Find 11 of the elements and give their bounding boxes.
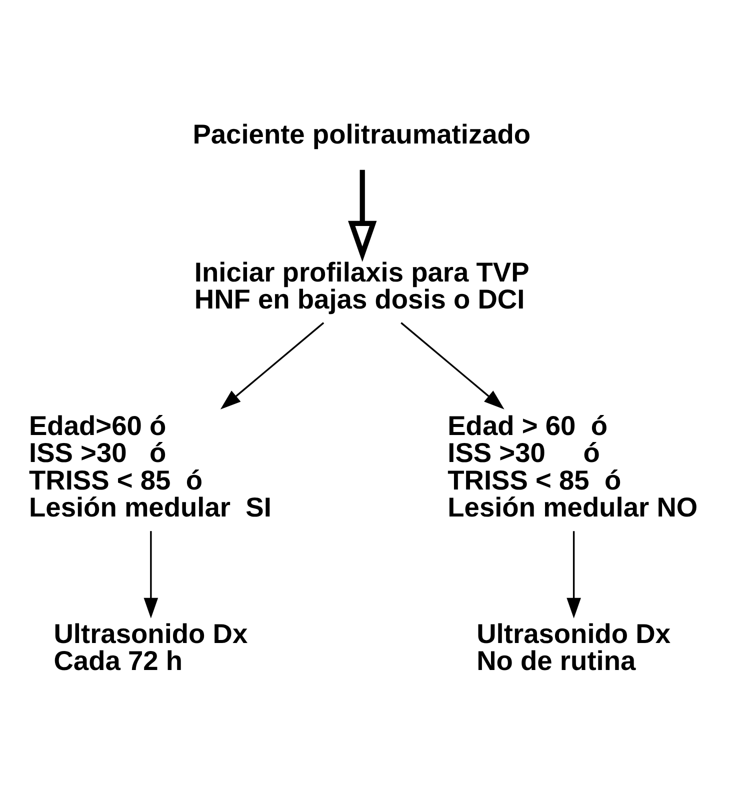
node-text: Edad>60 ó ISS >30 ó TRISS < 85 ó Lesión medular SI (29, 409, 272, 522)
arrow (348, 169, 377, 262)
node-text: Ultrasonido Dx No de rutina (476, 617, 671, 676)
node-text: Paciente politraumatizado (192, 118, 531, 149)
arrow (144, 530, 158, 618)
arrow (566, 530, 581, 618)
arrow (400, 322, 504, 409)
arrow (220, 322, 324, 409)
node-text: Ultrasonido Dx Cada 72 h (54, 617, 248, 676)
node-text: Iniciar profilaxis para TVP HNF en bajas dosis o DCI (194, 256, 530, 314)
node-text: Edad > 60 ó ISS >30 ó TRISS < 85 ó Lesión medular NO (448, 409, 698, 522)
